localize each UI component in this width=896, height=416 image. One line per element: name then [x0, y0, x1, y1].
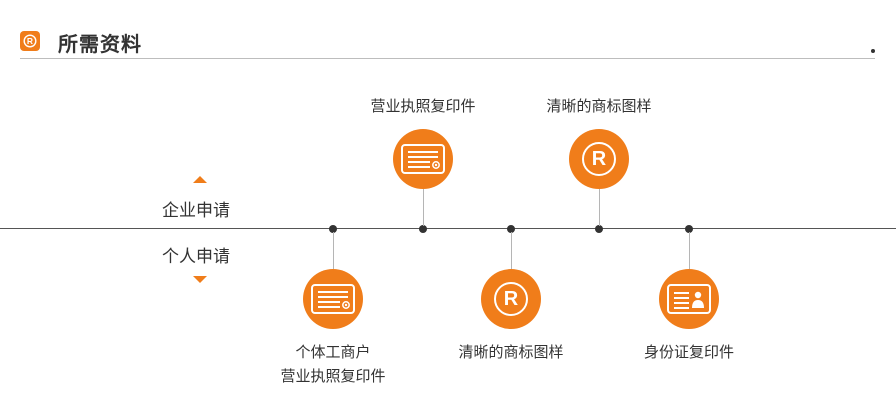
caption-line: 营业执照复印件 [280, 368, 386, 385]
individual-idcard-item [659, 269, 719, 329]
page-title: 所需资料 [58, 34, 142, 56]
timeline-dot [685, 225, 693, 233]
connector-line [599, 189, 600, 226]
enterprise-trademark-item: R [569, 129, 629, 189]
connector-line [333, 232, 334, 269]
individual-trademark-item: R [481, 269, 541, 329]
timeline-dot [507, 225, 515, 233]
timeline-dot [595, 225, 603, 233]
timeline-dot [329, 225, 337, 233]
license-card-icon [401, 144, 445, 174]
enterprise-trademark-caption: 清晰的商标图样 [546, 98, 652, 115]
id-card-icon [667, 284, 711, 314]
svg-text:R: R [27, 36, 33, 46]
enterprise-license-item [393, 129, 453, 189]
individual-license-caption: 个体工商户 营业执照复印件 [263, 341, 403, 389]
individual-idcard-caption: 身份证复印件 [643, 344, 734, 361]
registered-icon: R [20, 31, 40, 51]
enterprise-row-label: 企业申请 [162, 201, 230, 220]
connector-line [689, 232, 690, 269]
registered-icon: R [582, 142, 616, 176]
header-divider [20, 58, 875, 59]
connector-line [511, 232, 512, 269]
arrow-up-icon [193, 176, 207, 183]
enterprise-license-caption: 营业执照复印件 [370, 98, 476, 115]
individual-trademark-caption: 清晰的商标图样 [458, 344, 564, 361]
connector-line [423, 189, 424, 226]
caption-line: 个体工商户 [295, 344, 371, 361]
arrow-down-icon [193, 276, 207, 283]
registered-icon: R [494, 282, 528, 316]
header-dot [871, 49, 875, 53]
license-card-icon [311, 284, 355, 314]
timeline-line [0, 228, 896, 229]
timeline-dot [419, 225, 427, 233]
individual-license-item [303, 269, 363, 329]
individual-row-label: 个人申请 [162, 247, 230, 266]
